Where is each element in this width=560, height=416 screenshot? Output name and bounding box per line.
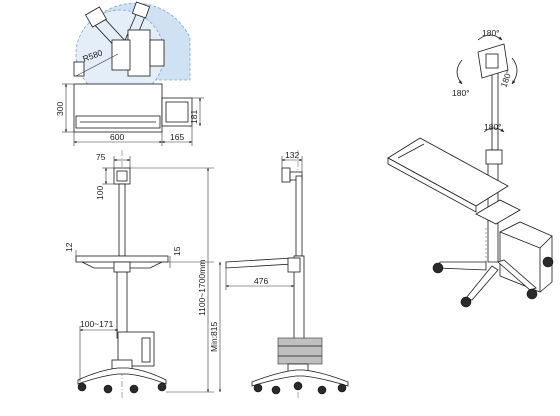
side-monitor-plate [281, 167, 291, 183]
iso-angle-mid: 180° [484, 122, 502, 132]
iso-casters [432, 256, 554, 308]
caster [77, 382, 87, 392]
monitor-back [149, 39, 165, 67]
front-casters [77, 382, 167, 394]
iso-mount-plate [485, 53, 499, 69]
iso-rotate-left-arrow [456, 59, 463, 85]
tray-front-lip [75, 115, 161, 129]
isometric-view: 180° 180° 180° 180° [387, 28, 554, 308]
arm-end-2 [131, 1, 151, 19]
iso-tray-front-edge [387, 157, 477, 213]
side-upper-pole [295, 175, 303, 257]
side-base-legs [251, 369, 349, 387]
monitor-top [127, 29, 151, 77]
mount-width-label: 75 [96, 152, 106, 162]
front-cpu-bracket [141, 337, 151, 363]
front-mount-inner [116, 170, 128, 182]
caster [317, 385, 327, 395]
caster [542, 256, 554, 268]
iso-leg-left [437, 261, 487, 271]
iso-rotate-mid-arrow [483, 127, 505, 133]
side-view: 132 476 [225, 150, 349, 400]
iso-keyboard-tray [475, 199, 521, 225]
min-height-label: Min:815 [209, 321, 219, 352]
iso-upper-pole [491, 65, 499, 151]
mount-height-label: 100 [95, 186, 105, 200]
front-tray [75, 255, 169, 263]
arm-end-1 [85, 6, 107, 28]
radius-leader [75, 53, 119, 77]
side-tray-depth-label: 476 [254, 276, 268, 286]
caster [253, 383, 263, 393]
tray-lip-label: 15 [172, 246, 182, 256]
iso-leg-right [497, 259, 537, 291]
front-tray-clamp [113, 261, 131, 273]
caster [293, 381, 303, 391]
depth-label: 300 [55, 102, 65, 116]
front-mount-plate [113, 167, 131, 185]
side-mount-depth-label: 132 [285, 150, 299, 160]
caster [157, 382, 167, 392]
iso-angle-left: 180° [452, 88, 470, 98]
side-cpu-holder [277, 337, 323, 365]
tray-width-label: 165 [170, 132, 184, 142]
front-lower-pole [116, 269, 128, 339]
caster [460, 296, 472, 308]
side-casters [253, 381, 347, 395]
iso-cpu-top [499, 221, 553, 249]
caster [129, 384, 139, 394]
iso-leg-front [465, 265, 499, 301]
keyboard-tray [161, 97, 193, 127]
tray-body [73, 83, 163, 133]
front-base-legs [77, 367, 167, 385]
width-label: 600 [110, 132, 124, 142]
caster [337, 383, 347, 393]
tray-depth-label: 181 [189, 110, 199, 124]
front-view: 75 100 12 15 100~171 1100~1700mm Min:815 [64, 150, 222, 400]
side-tray-clamp [287, 257, 301, 273]
reach-label: 100~171 [80, 319, 114, 329]
arm-end-3 [73, 61, 85, 77]
iso-cpu-side [539, 236, 553, 293]
height-range-label: 1100~1700mm [197, 260, 207, 316]
iso-tray-clamp [485, 149, 503, 165]
iso-rotate-right-arrow [511, 57, 518, 85]
top-view: R580 300 600 165 181 [55, 1, 204, 146]
front-upper-pole [118, 183, 126, 257]
mount-head [111, 39, 131, 71]
caster [103, 384, 113, 394]
keyboard-tray-inner [165, 101, 189, 123]
caster [526, 288, 538, 300]
iso-rotate-top-arrow [477, 34, 503, 41]
caster [271, 385, 281, 395]
tray-thickness-label: 12 [64, 242, 74, 252]
caster [432, 262, 444, 274]
side-tray [225, 257, 293, 269]
iso-angle-top: 180° [482, 28, 500, 38]
iso-tray-lip [397, 143, 425, 159]
